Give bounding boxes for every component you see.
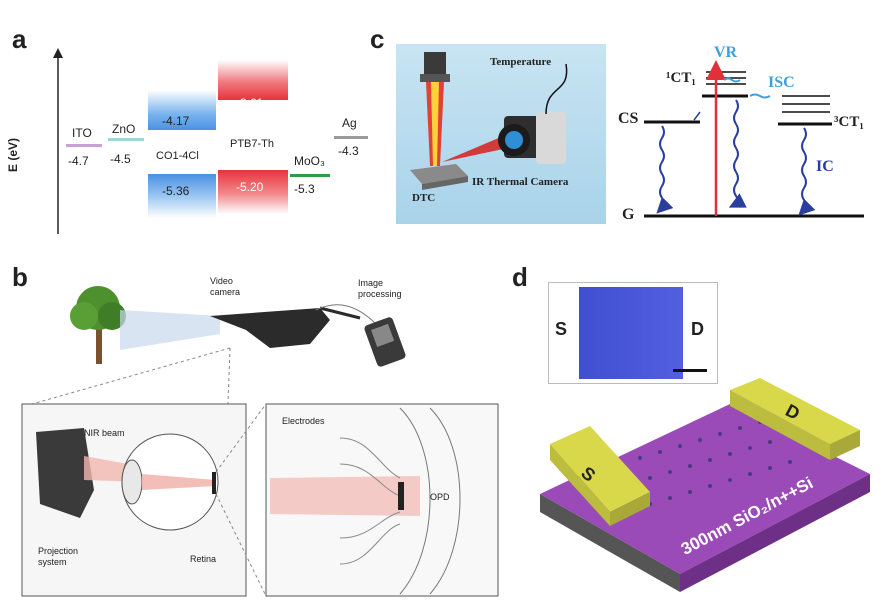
isc-label: ISC — [768, 74, 795, 91]
dtc-label: DTC — [412, 192, 436, 204]
ito-value: -4.7 — [68, 154, 89, 168]
co1-4cl-lumo-box — [148, 90, 216, 130]
ptb7-th-lumo-value: -3.61 — [236, 96, 264, 110]
panel-label-b: b — [12, 262, 28, 292]
retinal-prosthesis-illustration: Video camera Image processing NIR beam P… — [20, 268, 500, 598]
co1-4cl-lumo-value: -4.17 — [162, 114, 190, 128]
ir-camera-label: IR Thermal Camera — [472, 176, 569, 188]
image-processing-label: Image processing — [358, 278, 402, 299]
ag-value: -4.3 — [338, 144, 359, 158]
moo3-value: -5.3 — [294, 182, 315, 196]
zno-name: ZnO — [112, 122, 136, 136]
micrograph-d-label: D — [691, 319, 704, 339]
singlet-ct-label: ¹CT₁ — [666, 70, 696, 86]
moo3-name: MoO₃ — [294, 154, 325, 168]
ptb7-th-homo-value: -5.20 — [236, 180, 264, 194]
video-camera-label: Video camera — [210, 276, 241, 297]
retina-label: Retina — [190, 554, 217, 564]
panel-label-d: d — [512, 262, 528, 292]
jablonski-diagram: VR ISC ¹CT₁ ³CT₁ CS IC G — [614, 40, 876, 240]
triplet-ct-label: ³CT₁ — [834, 114, 864, 130]
ir-setup-drawing — [410, 52, 568, 190]
panel-label-a: a — [12, 24, 27, 54]
scale-bar — [673, 369, 707, 372]
opd-label: OPD — [430, 492, 450, 502]
ag-level — [334, 136, 368, 139]
channel-region — [579, 287, 683, 379]
nir-beam-label: NIR beam — [84, 428, 125, 438]
moo3-level — [290, 174, 330, 177]
projection-system-label: Projection system — [38, 546, 79, 567]
transistor-3d-illustration: S D 300nm SiO₂/n++Si — [530, 374, 880, 596]
prosthesis-drawing — [21, 286, 499, 597]
energy-axis-arrow — [53, 48, 63, 234]
electrodes-label: Electrodes — [282, 416, 325, 426]
vr-label: VR — [714, 44, 738, 61]
panel-label-c: c — [370, 24, 385, 54]
cs-label: CS — [618, 110, 639, 127]
ir-setup-illustration: Temperature DTC IR Thermal Camera — [396, 44, 606, 224]
transistor-micrograph: S D — [548, 282, 718, 384]
ito-level — [66, 144, 102, 147]
ptb7-th-homo-box — [218, 170, 288, 214]
ground-label: G — [622, 206, 635, 223]
ag-name: Ag — [342, 116, 357, 130]
ic-label: IC — [816, 158, 834, 175]
zno-level — [108, 138, 144, 141]
jablonski-drawing — [644, 60, 864, 218]
co1-4cl-homo-value: -5.36 — [162, 184, 190, 198]
co1-4cl-name: CO1-4Cl — [156, 150, 199, 162]
ptb7-th-name: PTB7-Th — [230, 138, 275, 150]
energy-diagram: E (eV) ITO -4.7 ZnO -4.5 -4.17 CO1-4Cl -… — [0, 40, 370, 240]
temperature-label: Temperature — [490, 56, 552, 68]
ito-name: ITO — [72, 126, 92, 140]
transistor-drawing — [540, 378, 870, 592]
energy-axis-label: E (eV) — [6, 137, 20, 172]
ptb7-th-lumo-box — [218, 60, 288, 100]
co1-4cl-homo-box — [148, 174, 216, 218]
micrograph-s-label: S — [555, 319, 568, 339]
zno-value: -4.5 — [110, 152, 131, 166]
